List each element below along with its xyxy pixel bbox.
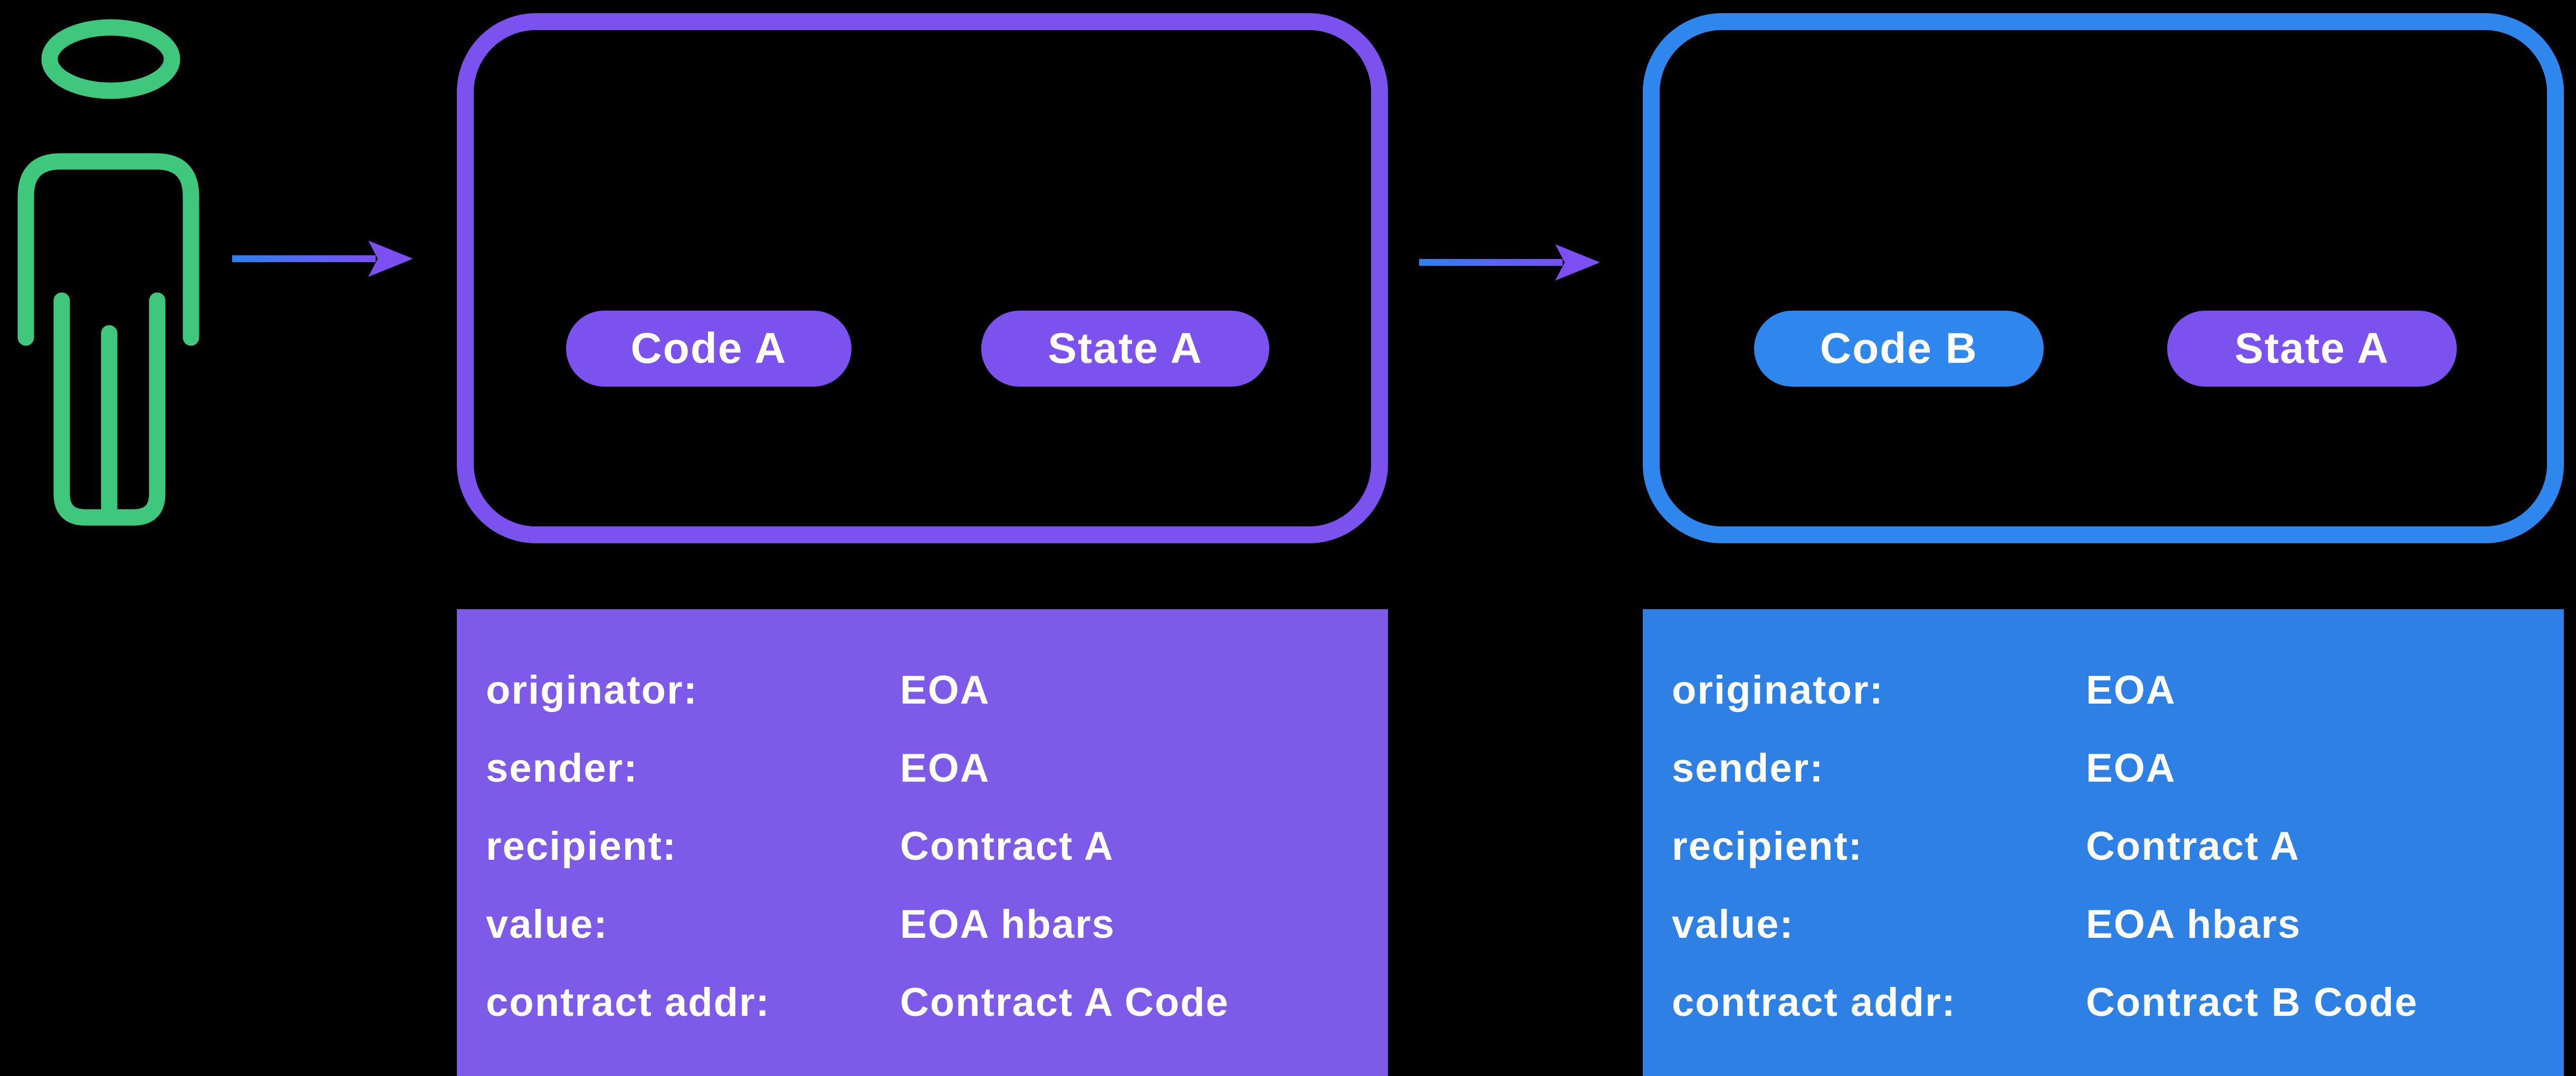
contract-box-a xyxy=(457,13,1388,543)
flow-arrow-1-icon xyxy=(232,241,413,277)
row-label: originator: xyxy=(486,668,698,713)
table-row: sender: EOA xyxy=(486,729,1372,808)
row-label: sender: xyxy=(486,746,638,791)
table-row: recipient: Contract A xyxy=(1672,808,2548,886)
contract-box-b xyxy=(1643,13,2564,543)
row-value: EOA hbars xyxy=(900,902,1115,947)
table-row: value: EOA hbars xyxy=(486,886,1372,964)
table-row: recipient: Contract A xyxy=(486,808,1372,886)
row-value: Contract A xyxy=(2086,824,2300,869)
row-label: sender: xyxy=(1672,746,1824,791)
row-label: recipient: xyxy=(1672,824,1863,869)
row-label: contract addr: xyxy=(486,980,770,1025)
table-row: originator: EOA xyxy=(486,651,1372,729)
row-label: contract addr: xyxy=(1672,980,1956,1025)
row-label: recipient: xyxy=(486,824,677,869)
pill-code-a: Code A xyxy=(566,311,851,387)
pill-state-a-2-label: State A xyxy=(2234,324,2390,372)
table-row: contract addr: Contract A Code xyxy=(486,964,1372,1042)
row-value: EOA xyxy=(900,746,990,791)
pill-code-a-label: Code A xyxy=(630,324,787,372)
tx-table-a: originator: EOA sender: EOA recipient: C… xyxy=(457,609,1388,1076)
pill-code-b: Code B xyxy=(1754,311,2044,387)
person-outline xyxy=(17,19,199,526)
row-value: EOA hbars xyxy=(2086,902,2301,947)
tx-table-b: originator: EOA sender: EOA recipient: C… xyxy=(1643,609,2564,1076)
row-value: Contract A Code xyxy=(900,980,1229,1025)
flow-arrow-2-icon xyxy=(1419,244,1600,281)
person-icon xyxy=(17,19,199,526)
table-row: contract addr: Contract B Code xyxy=(1672,964,2548,1042)
table-row: originator: EOA xyxy=(1672,651,2548,729)
pill-state-a-2: State A xyxy=(2167,311,2457,387)
row-label: value: xyxy=(1672,902,1794,947)
pill-state-a-label: State A xyxy=(1048,324,1203,372)
row-value: Contract B Code xyxy=(2086,980,2418,1025)
row-label: value: xyxy=(486,902,608,947)
row-value: EOA xyxy=(900,668,990,713)
pill-code-b-label: Code B xyxy=(1820,324,1978,372)
row-value: EOA xyxy=(2086,668,2176,713)
table-row: value: EOA hbars xyxy=(1672,886,2548,964)
pill-state-a: State A xyxy=(981,311,1269,387)
table-row: sender: EOA xyxy=(1672,729,2548,808)
row-label: originator: xyxy=(1672,668,1884,713)
row-value: EOA xyxy=(2086,746,2176,791)
row-value: Contract A xyxy=(900,824,1114,869)
